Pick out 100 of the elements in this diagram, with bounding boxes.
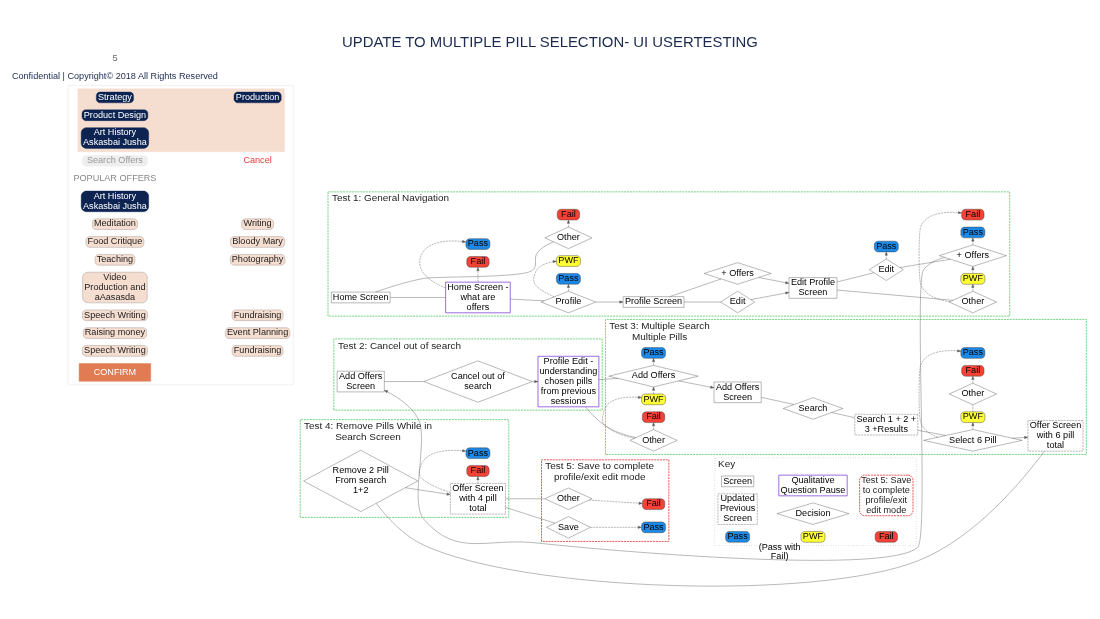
connector: [831, 411, 855, 418]
node-box: Fail: [642, 498, 665, 510]
arrow: [971, 375, 975, 383]
node-diamond: Search: [782, 397, 843, 419]
node-diamond: Decision: [776, 502, 850, 525]
node-box: Pass: [465, 237, 491, 250]
node-box: Pass: [556, 272, 581, 284]
node-diamond: Other: [629, 428, 678, 451]
connector: [669, 278, 722, 297]
arrow: [589, 499, 643, 505]
node-box: Bloody Mary: [230, 235, 285, 248]
node-diamond: Profile: [540, 290, 596, 313]
node-box: PWF: [800, 530, 826, 542]
arrow: [971, 237, 975, 245]
node-diamond: Edit: [720, 290, 755, 313]
node-diamond: Save: [546, 515, 591, 538]
node-diamond: Add Offers: [608, 364, 699, 387]
node-box: Fail: [961, 208, 985, 220]
node-box: Speech Writing: [82, 344, 148, 356]
arrow: [533, 259, 557, 297]
arrow: [567, 283, 570, 291]
node-box: Product Design: [81, 109, 149, 121]
node-diamond: Other: [949, 290, 997, 313]
node-box-text: Speech Writing: [82, 309, 148, 321]
arrow: [476, 266, 480, 282]
node-box: Profile Screen: [622, 295, 685, 308]
node-diamond: Other: [544, 487, 593, 510]
node-box: Food Critique: [85, 235, 145, 248]
connector: [505, 506, 556, 523]
arrow: [476, 475, 480, 484]
node-box: Edit Profile Screen: [788, 276, 838, 298]
node-box: Pass: [874, 240, 899, 252]
connector: [585, 406, 637, 438]
node-box: Add Offers Screen: [713, 381, 762, 403]
arrow: [532, 379, 539, 383]
arrow: [918, 210, 962, 302]
connector: [598, 377, 619, 380]
node-box: Fail: [466, 255, 490, 267]
arrow: [652, 421, 655, 430]
connector: [505, 498, 545, 499]
node-box: Art History Askasbai Jusha: [80, 126, 149, 149]
node-box: Production: [233, 91, 282, 103]
node-box: Home Screen: [331, 291, 391, 303]
node-box: Art History Askasbai Jusha: [80, 190, 149, 212]
node-box: PWF: [556, 254, 581, 267]
node-box: Pass: [960, 226, 986, 238]
node-box: Strategy: [96, 91, 134, 103]
arrow: [419, 239, 466, 288]
connector: [917, 429, 947, 436]
node-box: PWF: [960, 272, 986, 284]
node-box: Test 5: Save to complete profile/exit edit mode: [859, 474, 914, 516]
node-box: Offer Screen with 4 pill total: [450, 482, 506, 514]
arrow: [602, 395, 642, 438]
node-box: Updated Previous Screen: [717, 493, 758, 525]
node-diamond: Other: [949, 382, 997, 405]
node-box: PWF: [960, 411, 986, 423]
node-box: Qualitative Question Pause: [778, 474, 848, 496]
node-diamond: Edit: [869, 258, 904, 281]
connector: [384, 380, 424, 382]
connector: [899, 258, 951, 268]
node-box: Meditation: [92, 218, 138, 230]
arrow: [971, 283, 975, 291]
arrow: [405, 487, 451, 495]
connector: [836, 289, 954, 300]
node-diamond: Other: [544, 226, 593, 249]
node-box: Fundraising: [231, 344, 284, 356]
node-box: Fail: [874, 530, 898, 542]
arrow: [750, 291, 790, 300]
arrow: [595, 300, 624, 303]
node-box: Fundraising: [231, 309, 284, 321]
node-box: Add Offers Screen: [336, 370, 385, 392]
connector: [390, 296, 446, 298]
node-box: Pass: [641, 521, 666, 533]
node-diamond: Remove 2 Pill From search 1+2: [303, 449, 419, 512]
arrow: [567, 219, 570, 227]
connector: [761, 396, 795, 405]
arrow: [590, 525, 642, 529]
node-diamond: + Offers: [703, 262, 772, 284]
node-box: Screen: [721, 475, 754, 487]
arrow: [884, 251, 888, 259]
arrow: [419, 448, 466, 493]
node-diamond: + Offers: [939, 244, 1007, 267]
node-box: Home Screen - what are offers: [445, 281, 511, 313]
node-box: Writing: [241, 218, 274, 230]
label: POPULAR OFFERS: [73, 172, 157, 183]
label: Cancel: [243, 154, 272, 165]
node-box: Fail: [466, 464, 490, 477]
arrow: [652, 386, 655, 394]
connector: [375, 241, 554, 292]
node-box: Pass: [641, 346, 666, 359]
arrow: [652, 357, 655, 365]
node-box: PWF: [641, 393, 666, 405]
node-box: Pass: [465, 447, 491, 459]
node-box: Pass: [725, 530, 750, 542]
node-box: Search 1 + 2 + 3 +Results: [854, 413, 918, 435]
node-box: Pass: [960, 346, 986, 359]
node-box: Teaching: [94, 253, 135, 265]
label: 5: [112, 52, 118, 63]
node-box: Fail: [557, 208, 580, 220]
arrow: [971, 265, 975, 274]
